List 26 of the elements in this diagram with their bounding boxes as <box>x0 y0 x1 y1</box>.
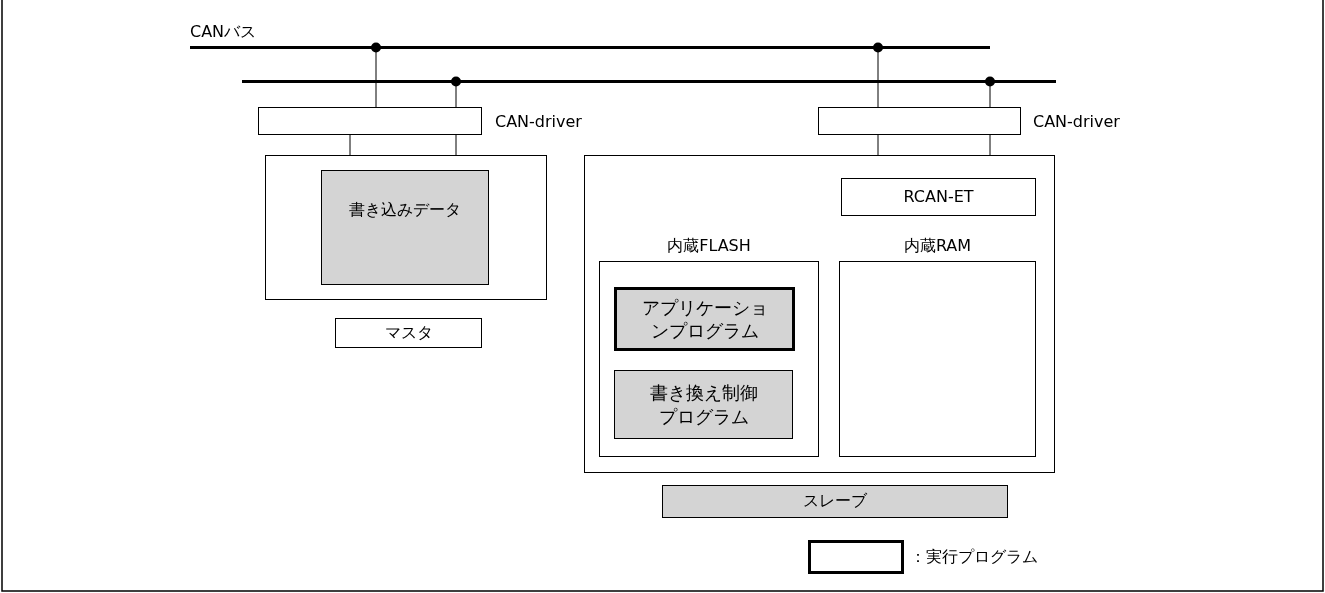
master-box <box>265 155 547 300</box>
bus-label: CANバス <box>190 22 257 43</box>
connector-line <box>877 134 879 156</box>
driver-box <box>258 107 482 135</box>
program-box: 書き換え制御プログラム <box>614 370 793 439</box>
module-box: RCAN-ET <box>841 178 1036 216</box>
connector-line <box>985 76 995 108</box>
driver-label: CAN-driver <box>495 112 582 131</box>
legend-text: ：実行プログラム <box>910 547 1038 568</box>
connector-line <box>371 42 381 108</box>
connector-line <box>349 134 351 156</box>
slave-box <box>584 155 1055 473</box>
connector-line <box>873 42 883 108</box>
memory-heading: 内蔵FLASH <box>666 235 752 257</box>
connector-line <box>451 76 461 108</box>
connector-line <box>455 134 457 156</box>
driver-box <box>818 107 1021 135</box>
bus-line <box>190 46 990 49</box>
slave-label-box: スレーブ <box>662 485 1008 518</box>
connector-line <box>989 134 991 156</box>
driver-label: CAN-driver <box>1033 112 1120 131</box>
master-label-box: マスタ <box>335 318 482 348</box>
data-box: 書き込みデータ <box>321 170 489 285</box>
program-box: アプリケーションプログラム <box>614 287 795 351</box>
bus-line <box>242 80 1056 83</box>
memory-heading: 内蔵RAM <box>902 235 973 257</box>
